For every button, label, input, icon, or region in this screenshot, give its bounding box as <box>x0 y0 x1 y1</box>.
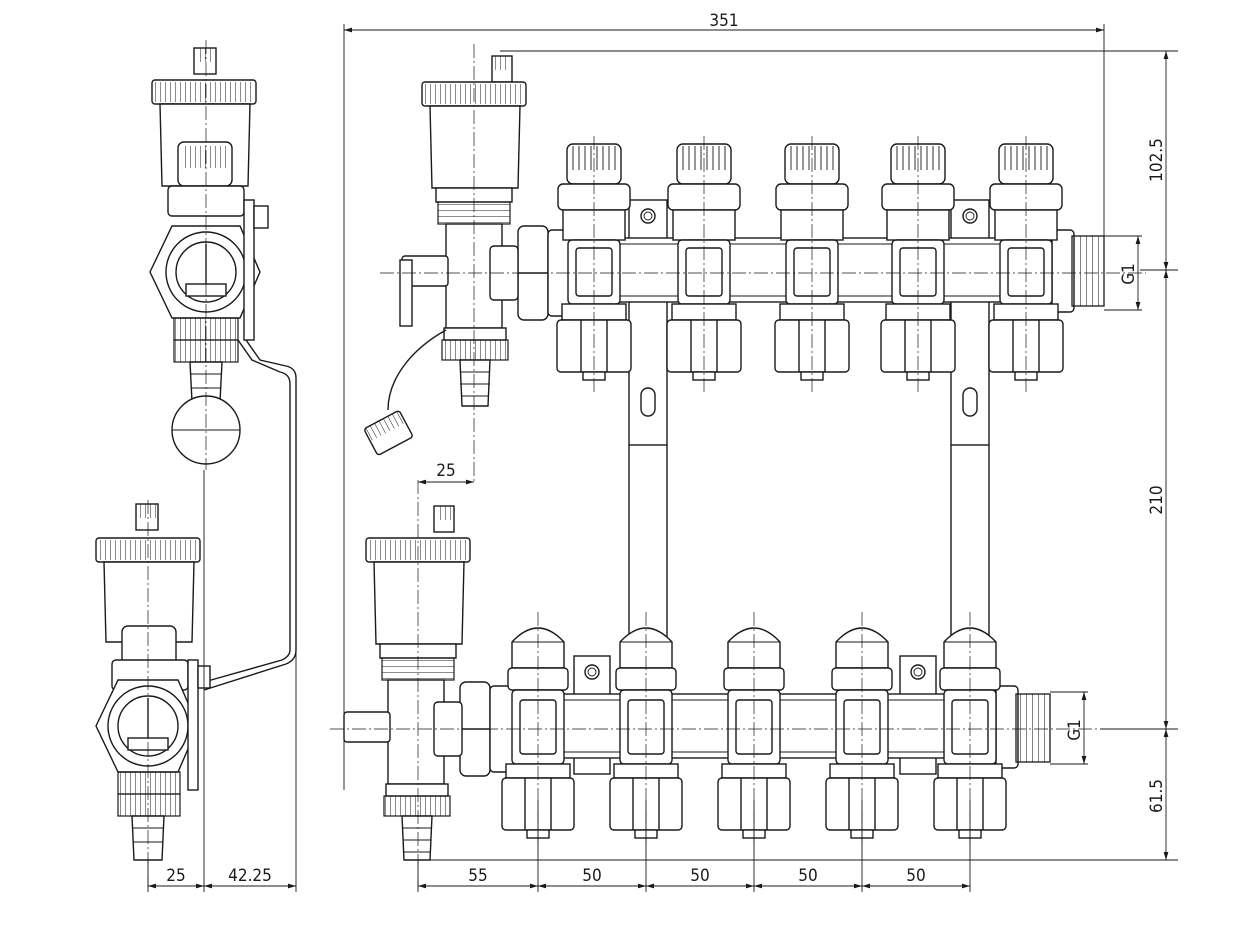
bottom-valve <box>501 612 575 850</box>
connecting-pipes <box>628 445 990 656</box>
reference-lines <box>343 24 1178 861</box>
top-valve <box>880 136 956 392</box>
dim-bottom-height: 61.5 <box>1147 779 1167 813</box>
top-valve <box>666 136 742 392</box>
dim-outlet-spacing-2: 50 <box>690 866 709 886</box>
top-valves <box>556 136 1064 392</box>
dim-thread-top: G1 <box>1119 263 1139 285</box>
top-valve <box>988 136 1064 392</box>
top-valve <box>556 136 632 392</box>
bottom-valve <box>609 612 683 850</box>
dim-thread-bottom: G1 <box>1065 719 1085 741</box>
bottom-valve <box>717 612 791 850</box>
dim-first-outlet: 55 <box>468 866 487 886</box>
dim-top-height: 102.5 <box>1147 138 1167 182</box>
bottom-valve <box>825 612 899 850</box>
dimensions: 351 102.5 210 61.5 G1 G1 25 55 50 50 <box>147 11 1169 892</box>
dim-outlet-spacing-3: 50 <box>798 866 817 886</box>
bottom-air-vent <box>330 480 1100 890</box>
dim-side-offset-b: 42.25 <box>228 866 272 886</box>
dim-overall-width: 351 <box>709 11 738 31</box>
top-valve <box>774 136 850 392</box>
dim-outlet-spacing-1: 50 <box>582 866 601 886</box>
bottom-valves <box>501 612 1007 850</box>
top-air-vent <box>363 44 1146 484</box>
side-view <box>95 40 297 892</box>
dim-side-offset-a: 25 <box>166 866 185 886</box>
dim-vent-offset: 25 <box>436 461 455 481</box>
dim-rail-spacing: 210 <box>1147 485 1167 514</box>
dim-outlet-spacing-4: 50 <box>906 866 925 886</box>
